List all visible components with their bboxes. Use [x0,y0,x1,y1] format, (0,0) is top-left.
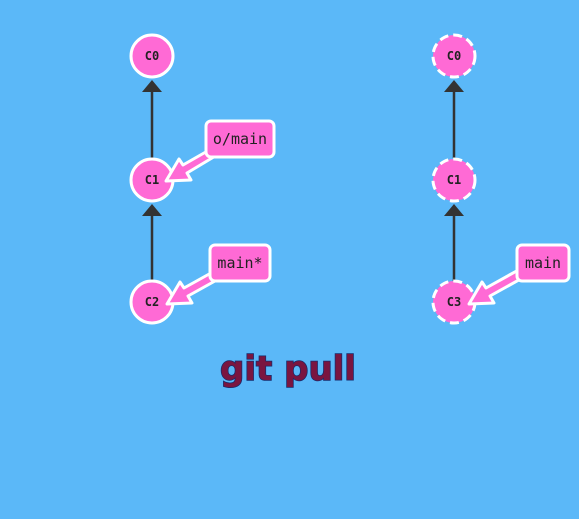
ref-box [208,243,272,283]
caption-title: git pull [220,349,356,389]
commit-label: C1 [145,173,159,187]
commit-label: C0 [447,49,461,63]
right-repo: C0 C1 C3 main [431,33,571,325]
commit-label: C1 [447,173,461,187]
ref-pointer: o/main [164,119,276,183]
ref-box [515,243,571,283]
edge-c1-c0-arrowhead [444,80,464,92]
ref-label: main* [217,254,262,272]
edge-c1-c0-arrowhead [142,80,162,92]
ref-label: o/main [213,130,267,148]
commit-label: C3 [447,295,461,309]
ref-pointer: main [467,243,571,306]
ref-pointer: main* [165,243,272,306]
commit-node: C0 [431,33,477,79]
left-repo: C0 C1 C2 o/main main* [129,33,276,325]
commit-node: C1 [129,157,175,203]
commit-label: C2 [145,295,159,309]
commit-label: C0 [145,49,159,63]
ref-label: main [525,254,561,272]
edge-c2-c1-arrowhead [142,204,162,216]
ref-box [204,119,276,159]
commit-node: C1 [431,157,477,203]
commit-node: C2 [129,279,175,325]
edge-c3-c1-arrowhead [444,204,464,216]
commit-node: C0 [129,33,175,79]
